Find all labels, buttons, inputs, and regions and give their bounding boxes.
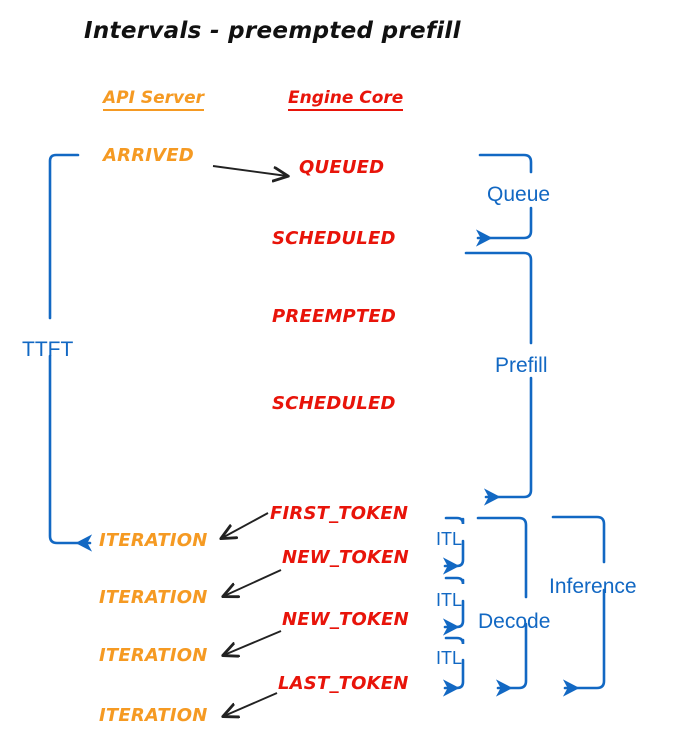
state-scheduled-1: SCHEDULED <box>272 228 396 249</box>
bracket-itl-1-upper <box>444 516 465 525</box>
arrow-new-token-to-iteration-1 <box>224 569 282 596</box>
state-iteration-2: ITERATION <box>99 587 208 608</box>
arrow-first-token-to-iteration <box>222 512 269 538</box>
bracket-itl-2-lower <box>442 599 465 636</box>
bracket-itl-2-upper <box>444 576 465 585</box>
state-new-token-2: NEW_TOKEN <box>282 609 409 630</box>
state-queued: QUEUED <box>299 157 385 178</box>
bracket-ttft-upper <box>48 153 80 320</box>
bracket-queue-lower <box>475 206 533 247</box>
state-preempted: PREEMPTED <box>272 306 397 327</box>
column-header-api-server: API Server <box>103 89 205 111</box>
state-first-token: FIRST_TOKEN <box>270 503 409 524</box>
state-new-token-1: NEW_TOKEN <box>282 547 409 568</box>
column-header-engine-core: Engine Core <box>288 89 404 111</box>
interval-label-itl-1: ITL <box>436 529 463 549</box>
state-iteration-4: ITERATION <box>99 705 208 726</box>
arrow-new-token-to-iteration-2 <box>224 630 282 655</box>
bracket-inference-lower <box>562 588 606 697</box>
state-scheduled-2: SCHEDULED <box>272 393 396 414</box>
bracket-prefill-lower <box>483 376 533 506</box>
bracket-ttft-lower <box>48 354 93 552</box>
diagram-title: Intervals - preempted prefill <box>84 18 461 44</box>
state-arrived: ARRIVED <box>103 145 194 166</box>
interval-label-prefill: Prefill <box>495 354 548 377</box>
bracket-inference-upper <box>551 515 606 564</box>
bracket-itl-1-lower <box>442 539 465 575</box>
bracket-decode-upper <box>476 516 528 599</box>
state-iteration-1: ITERATION <box>99 530 208 551</box>
state-last-token: LAST_TOKEN <box>278 673 409 694</box>
bracket-itl-3-lower <box>442 658 465 697</box>
bracket-decode-lower <box>495 622 528 697</box>
bracket-queue-upper <box>478 153 533 174</box>
arrow-last-token-to-iteration-3 <box>224 692 278 716</box>
state-iteration-3: ITERATION <box>99 645 208 666</box>
interval-label-itl-3: ITL <box>436 648 463 668</box>
interval-label-inference: Inference <box>549 575 637 598</box>
arrow-arrived-to-queued <box>212 165 287 176</box>
interval-label-decode: Decode <box>478 610 551 633</box>
interval-label-queue: Queue <box>487 183 551 206</box>
bracket-itl-3-upper <box>444 636 465 645</box>
interval-label-ttft: TTFT <box>22 338 74 361</box>
bracket-prefill-upper <box>464 251 533 345</box>
interval-label-itl-2: ITL <box>436 590 463 610</box>
